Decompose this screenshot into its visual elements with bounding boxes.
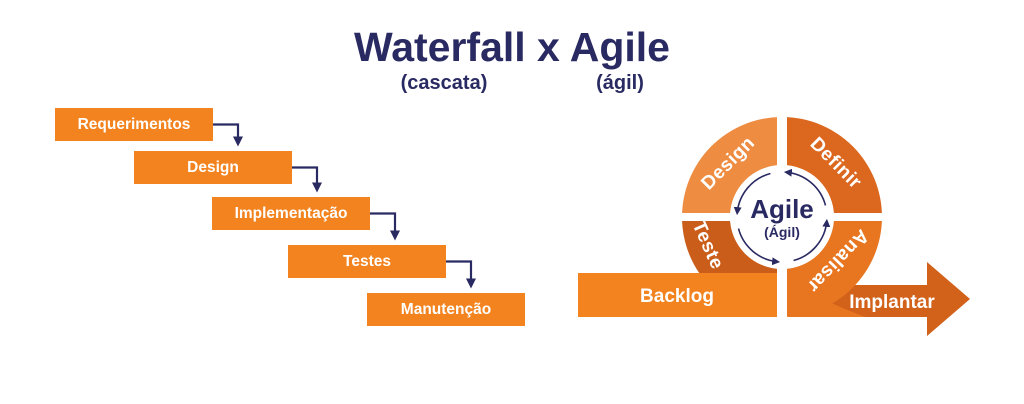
step-arrow-icon — [213, 123, 243, 147]
backlog-bar — [578, 273, 777, 317]
segment-design — [682, 117, 782, 217]
step-arrow-icon — [292, 166, 322, 193]
implement-label: Implantar — [849, 292, 935, 313]
waterfall-step-testes: Testes — [288, 245, 446, 278]
page-title: Waterfall x Agile — [354, 24, 670, 70]
waterfall-step-label: Design — [187, 158, 239, 176]
waterfall-step-design: Design — [134, 151, 292, 184]
step-arrow-icon — [370, 212, 400, 241]
segment-analisar — [782, 217, 882, 317]
center-subtitle: (Ágil) — [764, 224, 800, 240]
step-arrow-icon — [446, 260, 476, 289]
segment-definir — [782, 117, 882, 217]
waterfall-step-label: Requerimentos — [77, 115, 191, 133]
waterfall-step-implementacao: Implementação — [212, 197, 370, 230]
cycle-arrows-icon — [733, 168, 831, 266]
waterfall-subtitle: (cascata) — [400, 72, 488, 94]
center-title: Agile — [750, 194, 814, 224]
waterfall-step-manutencao: Manutenção — [367, 293, 525, 326]
waterfall-step-label: Testes — [343, 252, 391, 270]
waterfall-step-requerimentos: Requerimentos — [55, 108, 213, 141]
center-circle — [730, 165, 834, 269]
implement-arrow — [788, 262, 970, 336]
waterfall-step-label: Implementação — [234, 204, 348, 222]
waterfall-step-label: Manutenção — [400, 300, 492, 318]
backlog-label: Backlog — [640, 286, 714, 307]
agile-subtitle: (ágil) — [596, 72, 644, 94]
